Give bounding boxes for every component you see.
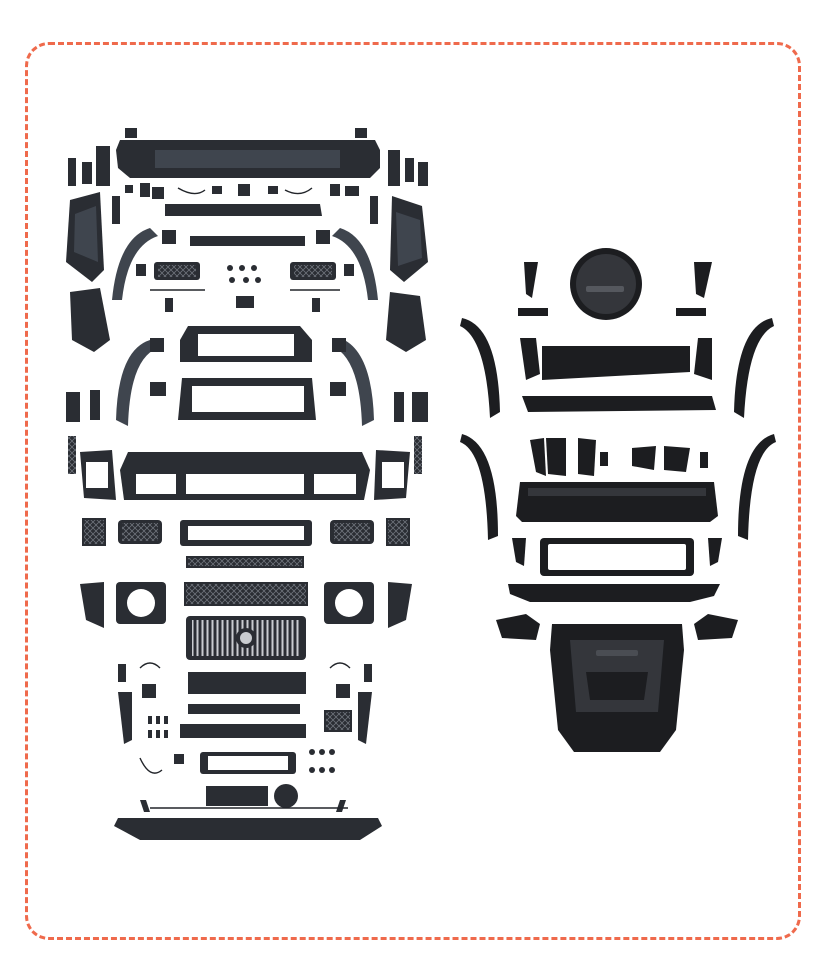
dashed-border-frame <box>25 42 801 940</box>
left-fender-flare-rear <box>116 340 158 426</box>
front-lip-spoiler <box>114 818 382 840</box>
carbon-front-lip <box>508 584 720 602</box>
mirror-cover-right <box>694 614 738 640</box>
bumper-reinforcement <box>188 672 306 694</box>
carbon-vent-covers <box>530 438 708 476</box>
carbon-flare-rear-right <box>738 434 776 540</box>
right-fender-flare-rear <box>332 338 374 426</box>
carbon-flare-rear-left <box>460 434 498 540</box>
carbon-lip-upper <box>522 396 716 412</box>
fastener-cluster <box>227 265 261 283</box>
carbon-roof-spoiler <box>542 346 690 380</box>
right-fender-liner-rear <box>386 292 426 352</box>
license-plate-holder <box>206 786 268 806</box>
carbon-flare-front-left <box>460 318 500 418</box>
top-brackets <box>68 146 428 199</box>
left-kit <box>66 128 428 840</box>
right-fender-flare-front <box>332 228 378 300</box>
right-kit <box>460 248 776 752</box>
mirror-cover-left <box>496 614 540 640</box>
round-cap <box>274 784 298 808</box>
clip-cluster <box>148 716 335 773</box>
left-fender-liner-rear <box>70 288 110 352</box>
carbon-flare-front-right <box>734 318 774 418</box>
left-fender-flare-front <box>112 228 158 300</box>
bumper-lower-strip <box>165 204 322 216</box>
